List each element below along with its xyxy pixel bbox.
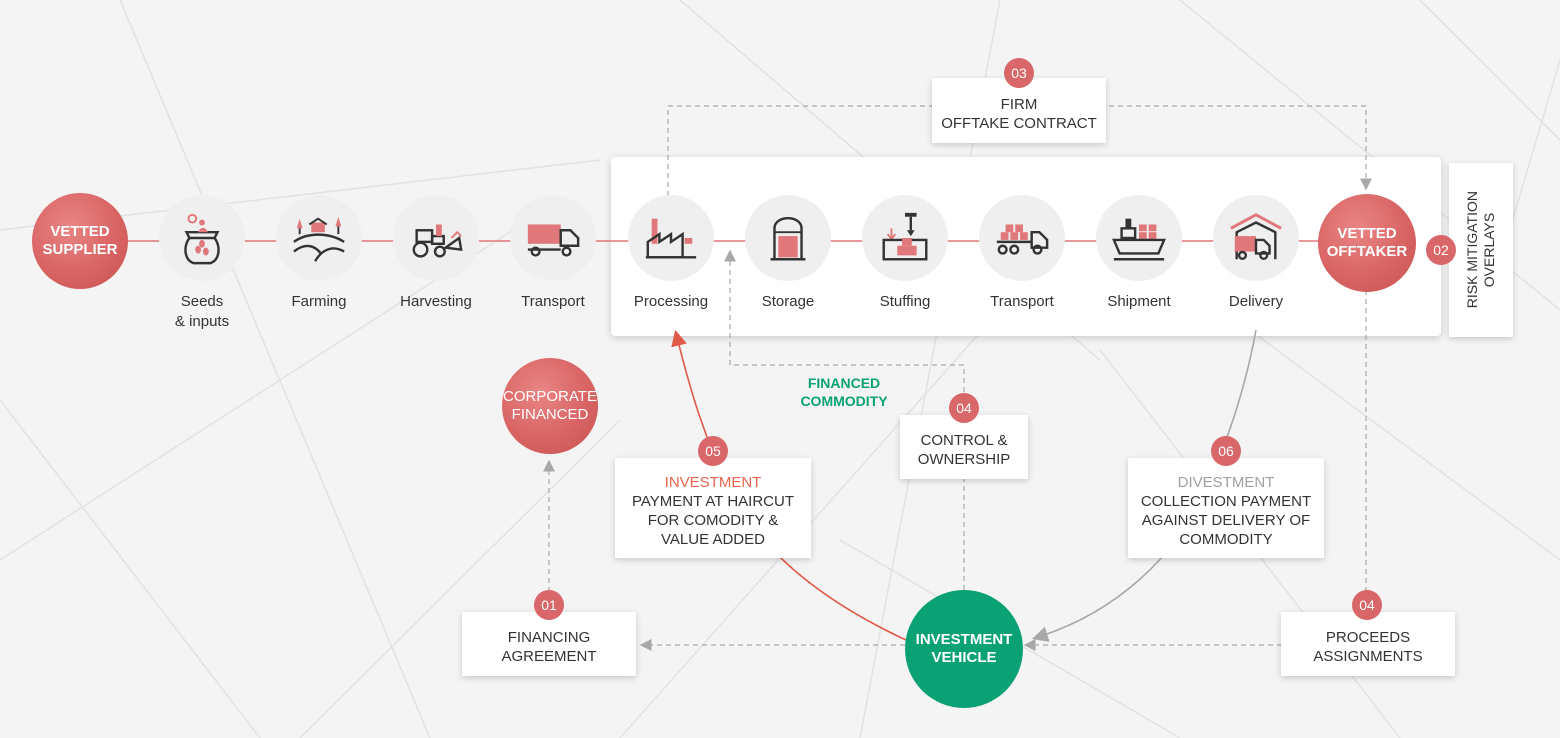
corporate-financed-label: CORPORATE FINANCED (503, 388, 597, 423)
divestment-line-3: COMMODITY (1179, 531, 1273, 548)
proceeds-line-2: ASSIGNMENTS (1313, 648, 1423, 665)
firm-offtake-line-1: FIRM (1000, 95, 1038, 113)
step-harvesting (393, 195, 479, 281)
investment-line-1: PAYMENT AT HAIRCUT (632, 493, 794, 510)
investment-title: INVESTMENT (664, 474, 762, 491)
warehouse-icon (1230, 213, 1282, 260)
flatbed-truck-icon (996, 224, 1049, 255)
divestment-box: DIVESTMENT COLLECTION PAYMENT AGAINST DE… (1128, 458, 1324, 558)
factory-icon (645, 218, 697, 259)
badge-01: 01 (534, 590, 564, 620)
financing-line-2: AGREEMENT (501, 648, 597, 665)
badge-02: 02 (1426, 235, 1456, 265)
step-delivery (1213, 195, 1299, 281)
firm-offtake-contract-box: FIRM OFFTAKE CONTRACT (932, 78, 1106, 143)
risk-mitigation-label: RISK MITIGATION OVERLAYS (1464, 191, 1497, 309)
step-seeds (159, 195, 245, 281)
step-label-farming: Farming (291, 293, 347, 310)
investment-box: INVESTMENT PAYMENT AT HAIRCUT FOR COMODI… (615, 458, 811, 558)
vetted-offtaker-node: VETTED OFFTAKER (1318, 194, 1416, 292)
badge-04-proceeds: 04 (1352, 590, 1382, 620)
vetted-supplier-label: VETTED SUPPLIER (42, 223, 118, 258)
divestment-line-1: COLLECTION PAYMENT (1140, 493, 1312, 510)
proceeds-line-1: PROCEEDS (1325, 629, 1411, 646)
badge-05: 05 (698, 436, 728, 466)
risk-mitigation-box: RISK MITIGATION OVERLAYS (1449, 163, 1513, 337)
step-storage (745, 195, 831, 281)
control-ownership-box: CONTROL & OWNERSHIP (900, 415, 1028, 479)
step-stuffing (862, 195, 948, 281)
badge-04-control: 04 (949, 393, 979, 423)
step-shipment (1096, 195, 1182, 281)
financing-line-1: FINANCING (507, 629, 591, 646)
investment-vehicle-node: INVESTMENT VEHICLE (905, 590, 1023, 708)
badge-03: 03 (1004, 58, 1034, 88)
step-label-delivery: Delivery (1228, 293, 1284, 310)
vetted-supplier-node: VETTED SUPPLIER (32, 193, 128, 289)
vetted-offtaker-label: VETTED OFFTAKER (1326, 225, 1408, 260)
step-label-seeds: Seeds & inputs (174, 293, 230, 330)
financed-commodity-label: FINANCED COMMODITY (800, 375, 888, 409)
container-icon (882, 212, 928, 261)
step-label-harvesting: Harvesting (400, 293, 472, 310)
truck-icon (527, 224, 580, 257)
silo-icon (770, 216, 806, 261)
investment-vehicle-label: INVESTMENT VEHICLE (915, 631, 1013, 666)
step-transport-1 (510, 195, 596, 281)
step-label-shipment: Shipment (1107, 293, 1171, 310)
step-label-processing: Processing (633, 293, 709, 310)
financing-agreement-box: FINANCING AGREEMENT (462, 612, 636, 676)
badge-06: 06 (1211, 436, 1241, 466)
divestment-line-2: AGAINST DELIVERY OF (1141, 512, 1311, 529)
divestment-title: DIVESTMENT (1177, 474, 1275, 491)
step-label-transport-1: Transport (521, 293, 585, 310)
harvester-icon (412, 224, 463, 258)
investment-line-3: VALUE ADDED (661, 531, 765, 548)
step-farming (276, 195, 362, 281)
step-label-storage: Storage (761, 293, 815, 310)
investment-line-2: FOR COMODITY & (647, 512, 779, 529)
step-transport-2 (979, 195, 1065, 281)
control-line-1: CONTROL & (920, 432, 1008, 449)
proceeds-assignments-box: PROCEEDS ASSIGNMENTS (1281, 612, 1455, 676)
step-label-transport-2: Transport (990, 293, 1054, 310)
control-line-2: OWNERSHIP (917, 451, 1011, 468)
firm-offtake-line-2: OFFTAKE CONTRACT (941, 114, 1097, 132)
ship-icon (1112, 218, 1166, 261)
step-processing (628, 195, 714, 281)
seed-bag-icon (184, 213, 220, 265)
step-label-stuffing: Stuffing (879, 293, 931, 310)
farm-icon (293, 216, 345, 262)
corporate-financed-node: CORPORATE FINANCED (502, 358, 598, 454)
